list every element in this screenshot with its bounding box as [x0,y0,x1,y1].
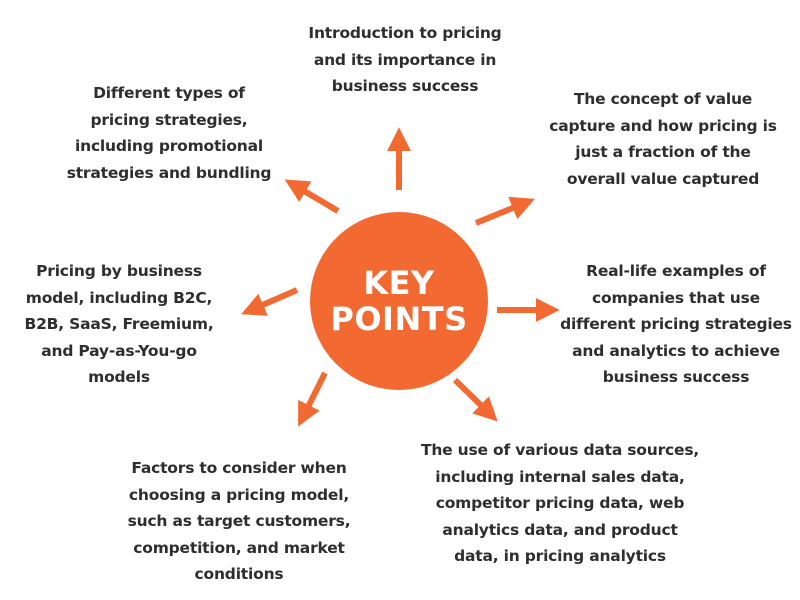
arrow-up-right-icon [474,196,535,226]
arrow-down-right-icon [452,377,498,422]
key-points-hub: KEY POINTS [310,212,488,390]
hub-title-line2: POINTS [330,300,468,338]
point-lower-left: Factors to consider when choosing a pric… [127,459,351,583]
point-top: Introduction to pricing and its importan… [308,24,502,95]
arrow-left-icon [241,287,299,316]
point-upper-right: The concept of value capture and how pri… [549,90,777,188]
point-lower-right: The use of various data sources, includi… [420,441,700,565]
arrow-down-left-icon [298,371,328,427]
hub-title-line1: KEY [363,264,435,302]
point-left: Pricing by business model, including B2C… [24,262,214,386]
point-upper-left: Different types of pricing strategies, i… [66,84,272,182]
point-right: Real-life examples of companies that use… [560,262,792,386]
arrow-up-left-icon [284,179,340,214]
